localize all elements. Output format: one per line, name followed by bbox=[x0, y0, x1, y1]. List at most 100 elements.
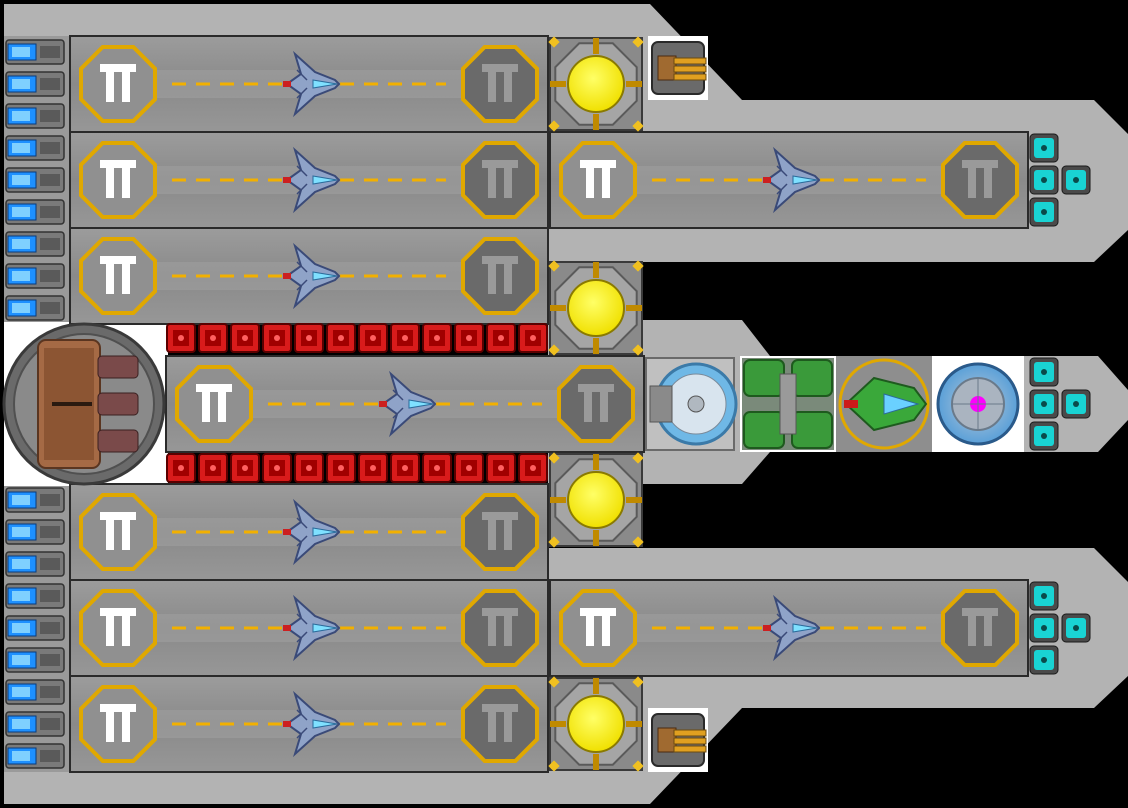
armor-block-icon bbox=[358, 323, 388, 353]
landing-pad-icon bbox=[461, 141, 539, 219]
reactor-core-icon[interactable] bbox=[548, 676, 644, 772]
fighter-icon[interactable] bbox=[283, 242, 341, 310]
fighter-icon[interactable] bbox=[283, 146, 341, 214]
armor-block-icon bbox=[422, 323, 452, 353]
main-cannon-icon[interactable] bbox=[2, 322, 166, 486]
armor-block-icon bbox=[198, 453, 228, 483]
radar-dome-icon[interactable] bbox=[645, 357, 738, 451]
thruster-icon bbox=[5, 487, 65, 513]
cyan-node-icon bbox=[1029, 197, 1059, 227]
landing-pad-icon bbox=[461, 237, 539, 315]
landing-pad-icon bbox=[941, 141, 1019, 219]
thruster-icon bbox=[5, 711, 65, 737]
node-cluster bbox=[1029, 357, 1091, 451]
thruster-icon bbox=[5, 295, 65, 321]
armor-block-icon bbox=[294, 323, 324, 353]
launch-pad-icon bbox=[79, 493, 157, 571]
fighter-icon[interactable] bbox=[283, 498, 341, 566]
armor-block-icon bbox=[486, 453, 516, 483]
thruster-icon bbox=[5, 71, 65, 97]
launch-pad-icon bbox=[559, 141, 637, 219]
thruster-icon bbox=[5, 679, 65, 705]
turret-icon[interactable] bbox=[651, 41, 707, 95]
turret-icon[interactable] bbox=[651, 713, 707, 767]
armor-strip bbox=[166, 323, 548, 353]
armor-block-icon bbox=[358, 453, 388, 483]
hangar-bay[interactable] bbox=[69, 483, 549, 581]
cyan-nodes bbox=[1029, 133, 1091, 675]
armor-block-icon bbox=[262, 323, 292, 353]
shield-generator-icon[interactable] bbox=[936, 362, 1020, 446]
reactor-core-icon[interactable] bbox=[548, 260, 644, 356]
command-fighter-icon[interactable] bbox=[836, 356, 932, 452]
thruster-bank bbox=[5, 487, 65, 769]
armor-block-icon bbox=[390, 453, 420, 483]
armor-strips bbox=[166, 323, 548, 483]
launch-pad-icon bbox=[79, 237, 157, 315]
hangar-bay[interactable] bbox=[69, 131, 549, 229]
hangar-bay[interactable] bbox=[69, 675, 549, 773]
fighter-icon[interactable] bbox=[379, 370, 437, 438]
hangar-bay[interactable] bbox=[549, 131, 1029, 229]
fighter-icon[interactable] bbox=[763, 146, 821, 214]
armor-block-icon bbox=[486, 323, 516, 353]
thruster-bank bbox=[5, 39, 65, 321]
thruster-banks bbox=[5, 39, 65, 769]
hangar-bay[interactable] bbox=[165, 355, 645, 453]
thruster-icon bbox=[5, 647, 65, 673]
cyan-node-icon bbox=[1061, 613, 1091, 643]
armor-block-icon bbox=[294, 453, 324, 483]
cyan-node-icon bbox=[1029, 581, 1059, 611]
landing-pad-icon bbox=[557, 365, 635, 443]
cyan-node-icon bbox=[1029, 133, 1059, 163]
armor-block-icon bbox=[518, 323, 548, 353]
thruster-icon bbox=[5, 135, 65, 161]
engine-icon[interactable] bbox=[742, 358, 834, 450]
thruster-icon bbox=[5, 167, 65, 193]
launch-pad-icon bbox=[79, 141, 157, 219]
armor-block-icon bbox=[422, 453, 452, 483]
landing-pad-icon bbox=[461, 685, 539, 763]
hangar-bay[interactable] bbox=[69, 35, 549, 133]
hangar-bay[interactable] bbox=[549, 579, 1029, 677]
armor-block-icon bbox=[518, 453, 548, 483]
hangar-bays bbox=[69, 35, 1029, 773]
armor-block-icon bbox=[230, 323, 260, 353]
thruster-icon bbox=[5, 199, 65, 225]
cyan-node-icon bbox=[1061, 389, 1091, 419]
armor-block-icon bbox=[166, 323, 196, 353]
armor-block-icon bbox=[454, 453, 484, 483]
cyan-node-icon bbox=[1029, 613, 1059, 643]
reactor-core-icon[interactable] bbox=[548, 36, 644, 132]
thruster-icon bbox=[5, 583, 65, 609]
armor-block-icon bbox=[454, 323, 484, 353]
armor-block-icon bbox=[326, 323, 356, 353]
launch-pad-icon bbox=[175, 365, 253, 443]
cyan-node-icon bbox=[1029, 357, 1059, 387]
landing-pad-icon bbox=[941, 589, 1019, 667]
landing-pad-icon bbox=[461, 45, 539, 123]
armor-block-icon bbox=[198, 323, 228, 353]
hangar-bay[interactable] bbox=[69, 579, 549, 677]
thruster-icon bbox=[5, 103, 65, 129]
launch-pad-icon bbox=[559, 589, 637, 667]
fighter-icon[interactable] bbox=[283, 690, 341, 758]
fighter-icon[interactable] bbox=[763, 594, 821, 662]
thruster-icon bbox=[5, 615, 65, 641]
launch-pad-icon bbox=[79, 685, 157, 763]
reactor-core-icon[interactable] bbox=[548, 452, 644, 548]
launch-pad-icon bbox=[79, 589, 157, 667]
landing-pad-icon bbox=[461, 589, 539, 667]
cyan-node-icon bbox=[1029, 421, 1059, 451]
fighter-icon[interactable] bbox=[283, 50, 341, 118]
landing-pad-icon bbox=[461, 493, 539, 571]
armor-block-icon bbox=[326, 453, 356, 483]
cyan-node-icon bbox=[1029, 165, 1059, 195]
hangar-bay[interactable] bbox=[69, 227, 549, 325]
fighter-icon[interactable] bbox=[283, 594, 341, 662]
cyan-node-icon bbox=[1061, 165, 1091, 195]
thruster-icon bbox=[5, 551, 65, 577]
launch-pad-icon bbox=[79, 45, 157, 123]
cyan-node-icon bbox=[1029, 645, 1059, 675]
